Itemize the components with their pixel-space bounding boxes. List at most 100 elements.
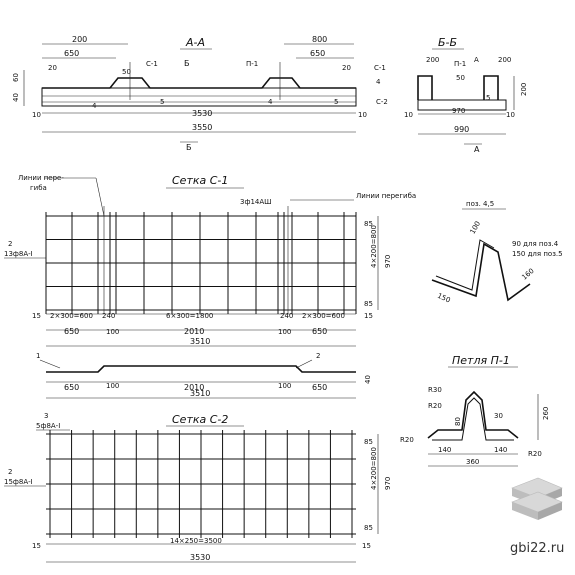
dim-650-right: 650 <box>310 49 325 58</box>
loop-dim-360: 360 <box>466 458 479 466</box>
dim-10-right: 10 <box>358 111 367 119</box>
loop-dim-140-left: 140 <box>438 446 451 454</box>
dim-3530: 3530 <box>192 109 212 118</box>
dim-3550: 3550 <box>192 123 212 132</box>
mesh-c2: Сетка С-2 3 5ф8А-I 2 15ф8А-I 15 14×250=3… <box>4 412 392 563</box>
pos45-dim-150: 150 для поз.5 <box>512 250 563 258</box>
section-aa: А-А 200 650 800 650 20 20 50 С-1 Б П-1 4… <box>12 35 367 152</box>
label-pos5-bb: 5 <box>486 94 490 102</box>
profile-dim-100: 100 <box>106 382 119 390</box>
profile-dim-650: 650 <box>64 383 79 392</box>
label-c1: С-1 <box>146 60 158 68</box>
label-pos4-right: 4 <box>268 98 273 106</box>
pos45-dim-150-bottom: 150 <box>436 292 452 305</box>
loop-dim-30: 30 <box>494 412 503 420</box>
dim-50-bb: 50 <box>456 74 465 82</box>
dim-20-left: 20 <box>48 64 57 72</box>
label-pos5-left: 5 <box>160 98 164 106</box>
rebar-left-c1: 13ф8А-I <box>4 250 33 258</box>
section-bb-title: Б-Б <box>438 36 457 49</box>
pos-4-5: поз. 4,5 100 90 для поз.4 150 для поз.5 … <box>431 200 563 305</box>
loop-r20-right: R20 <box>528 450 542 458</box>
dim-20-right: 20 <box>342 64 351 72</box>
label-p1: П-1 <box>246 60 258 68</box>
dim-200-bb-vert: 200 <box>520 83 528 96</box>
profile-dim-650-right: 650 <box>312 383 327 392</box>
label-c1-bb: С-1 <box>374 64 386 72</box>
profile-dim-40: 40 <box>364 375 372 384</box>
dim-60: 60 <box>12 73 20 82</box>
mesh-c2-title: Сетка С-2 <box>172 413 228 426</box>
dim-4x200-c2: 4×200=800 <box>370 447 378 490</box>
dim-200-left: 200 <box>72 35 87 44</box>
mesh-c1-grid <box>45 206 357 314</box>
dim-85-c2-bottom: 85 <box>364 524 373 532</box>
pos45-dim-90: 90 для поз.4 <box>512 240 559 248</box>
profile-label-2: 2 <box>316 352 320 360</box>
dim-40: 40 <box>12 93 20 102</box>
profile-dim-100-right: 100 <box>278 382 291 390</box>
loop-r20-top: R20 <box>428 402 442 410</box>
dim-10-left: 10 <box>32 111 41 119</box>
dim-3530-c2: 3530 <box>190 553 210 562</box>
bend-right-label: Линии перегиба <box>356 192 416 200</box>
dim-240-c1-right: 240 <box>280 312 293 320</box>
mesh-c2-grid <box>46 430 356 538</box>
label-pos5-right: 5 <box>334 98 338 106</box>
loop-p1: Петля П-1 R30 R20 R20 R20 30 80 140 140 … <box>400 354 550 467</box>
dim-6x300-c1: 6×300=1800 <box>166 312 213 320</box>
loop-dim-140-right: 140 <box>494 446 507 454</box>
loop-r20-left: R20 <box>400 436 414 444</box>
section-aa-title: А-А <box>185 36 205 49</box>
dim-14x250-c2: 14×250=3500 <box>170 537 222 545</box>
rebar-left-num-c2: 2 <box>8 468 12 476</box>
dim-2x300-c1-right: 2×300=600 <box>302 312 345 320</box>
dim-800: 800 <box>312 35 327 44</box>
dim-970-c2: 970 <box>384 477 392 490</box>
rebar-left-c2: 15ф8А-I <box>4 478 33 486</box>
dim-10-bb-right: 10 <box>506 111 515 119</box>
dim-10-bb-left: 10 <box>404 111 413 119</box>
dim-970-c1: 970 <box>384 255 392 268</box>
bend-left-label-2: гиба <box>30 184 47 192</box>
dim-15-c1-right: 15 <box>364 312 373 320</box>
label-pos4: 4 <box>92 102 97 110</box>
loop-r30: R30 <box>428 386 442 394</box>
dim-15-c2-left: 15 <box>32 542 41 550</box>
label-a-bottom: А <box>474 145 480 154</box>
label-p1-bb: П-1 <box>454 60 466 68</box>
profile-strip: 1 2 650 100 2010 100 650 3510 40 <box>36 352 372 399</box>
dim-2010-c1: 2010 <box>184 327 204 336</box>
rebar-top-c1: 3ф14АШ <box>240 198 272 206</box>
dim-4x200-c1: 4×200=800 <box>370 225 378 268</box>
dim-15-c1-left: 15 <box>32 312 41 320</box>
profile-dim-2010: 2010 <box>184 383 204 392</box>
mesh-c1: Сетка С-1 Линии пере- гиба Линии перегиб… <box>4 174 416 347</box>
dim-2x300-c1: 2×300=600 <box>50 312 93 320</box>
dim-50: 50 <box>122 68 131 76</box>
dim-3510-c1: 3510 <box>190 337 210 346</box>
dim-200-bb-right: 200 <box>498 56 511 64</box>
rebar-top-c2: 5ф8А-I <box>36 422 60 430</box>
profile-label-1: 1 <box>36 352 40 360</box>
loop-dim-80: 80 <box>454 417 462 426</box>
loop-dim-260: 260 <box>542 407 550 420</box>
dim-650-c1-right: 650 <box>312 327 327 336</box>
dim-650-left: 650 <box>64 49 79 58</box>
section-bb: Б-Б 200 П-1 А 200 50 С-1 4 С-2 5 200 10 … <box>374 36 528 154</box>
watermark-text: gbi22.ru <box>510 541 564 556</box>
watermark-logo <box>511 477 563 520</box>
dim-650-c1: 650 <box>64 327 79 336</box>
pos45-dim-160: 160 <box>520 267 535 282</box>
rebar-left-num-c1: 2 <box>8 240 12 248</box>
dim-200-bb-left: 200 <box>426 56 439 64</box>
label-b-bottom: Б <box>186 143 192 152</box>
profile-dim-3510: 3510 <box>190 389 210 398</box>
dim-240-c1-left: 240 <box>102 312 115 320</box>
dim-85-c1-top: 85 <box>364 220 373 228</box>
dim-85-c2-top: 85 <box>364 438 373 446</box>
rebar-top-num-c2: 3 <box>44 412 48 420</box>
dim-990-bb: 990 <box>454 125 469 134</box>
dim-15-c2-right: 15 <box>362 542 371 550</box>
